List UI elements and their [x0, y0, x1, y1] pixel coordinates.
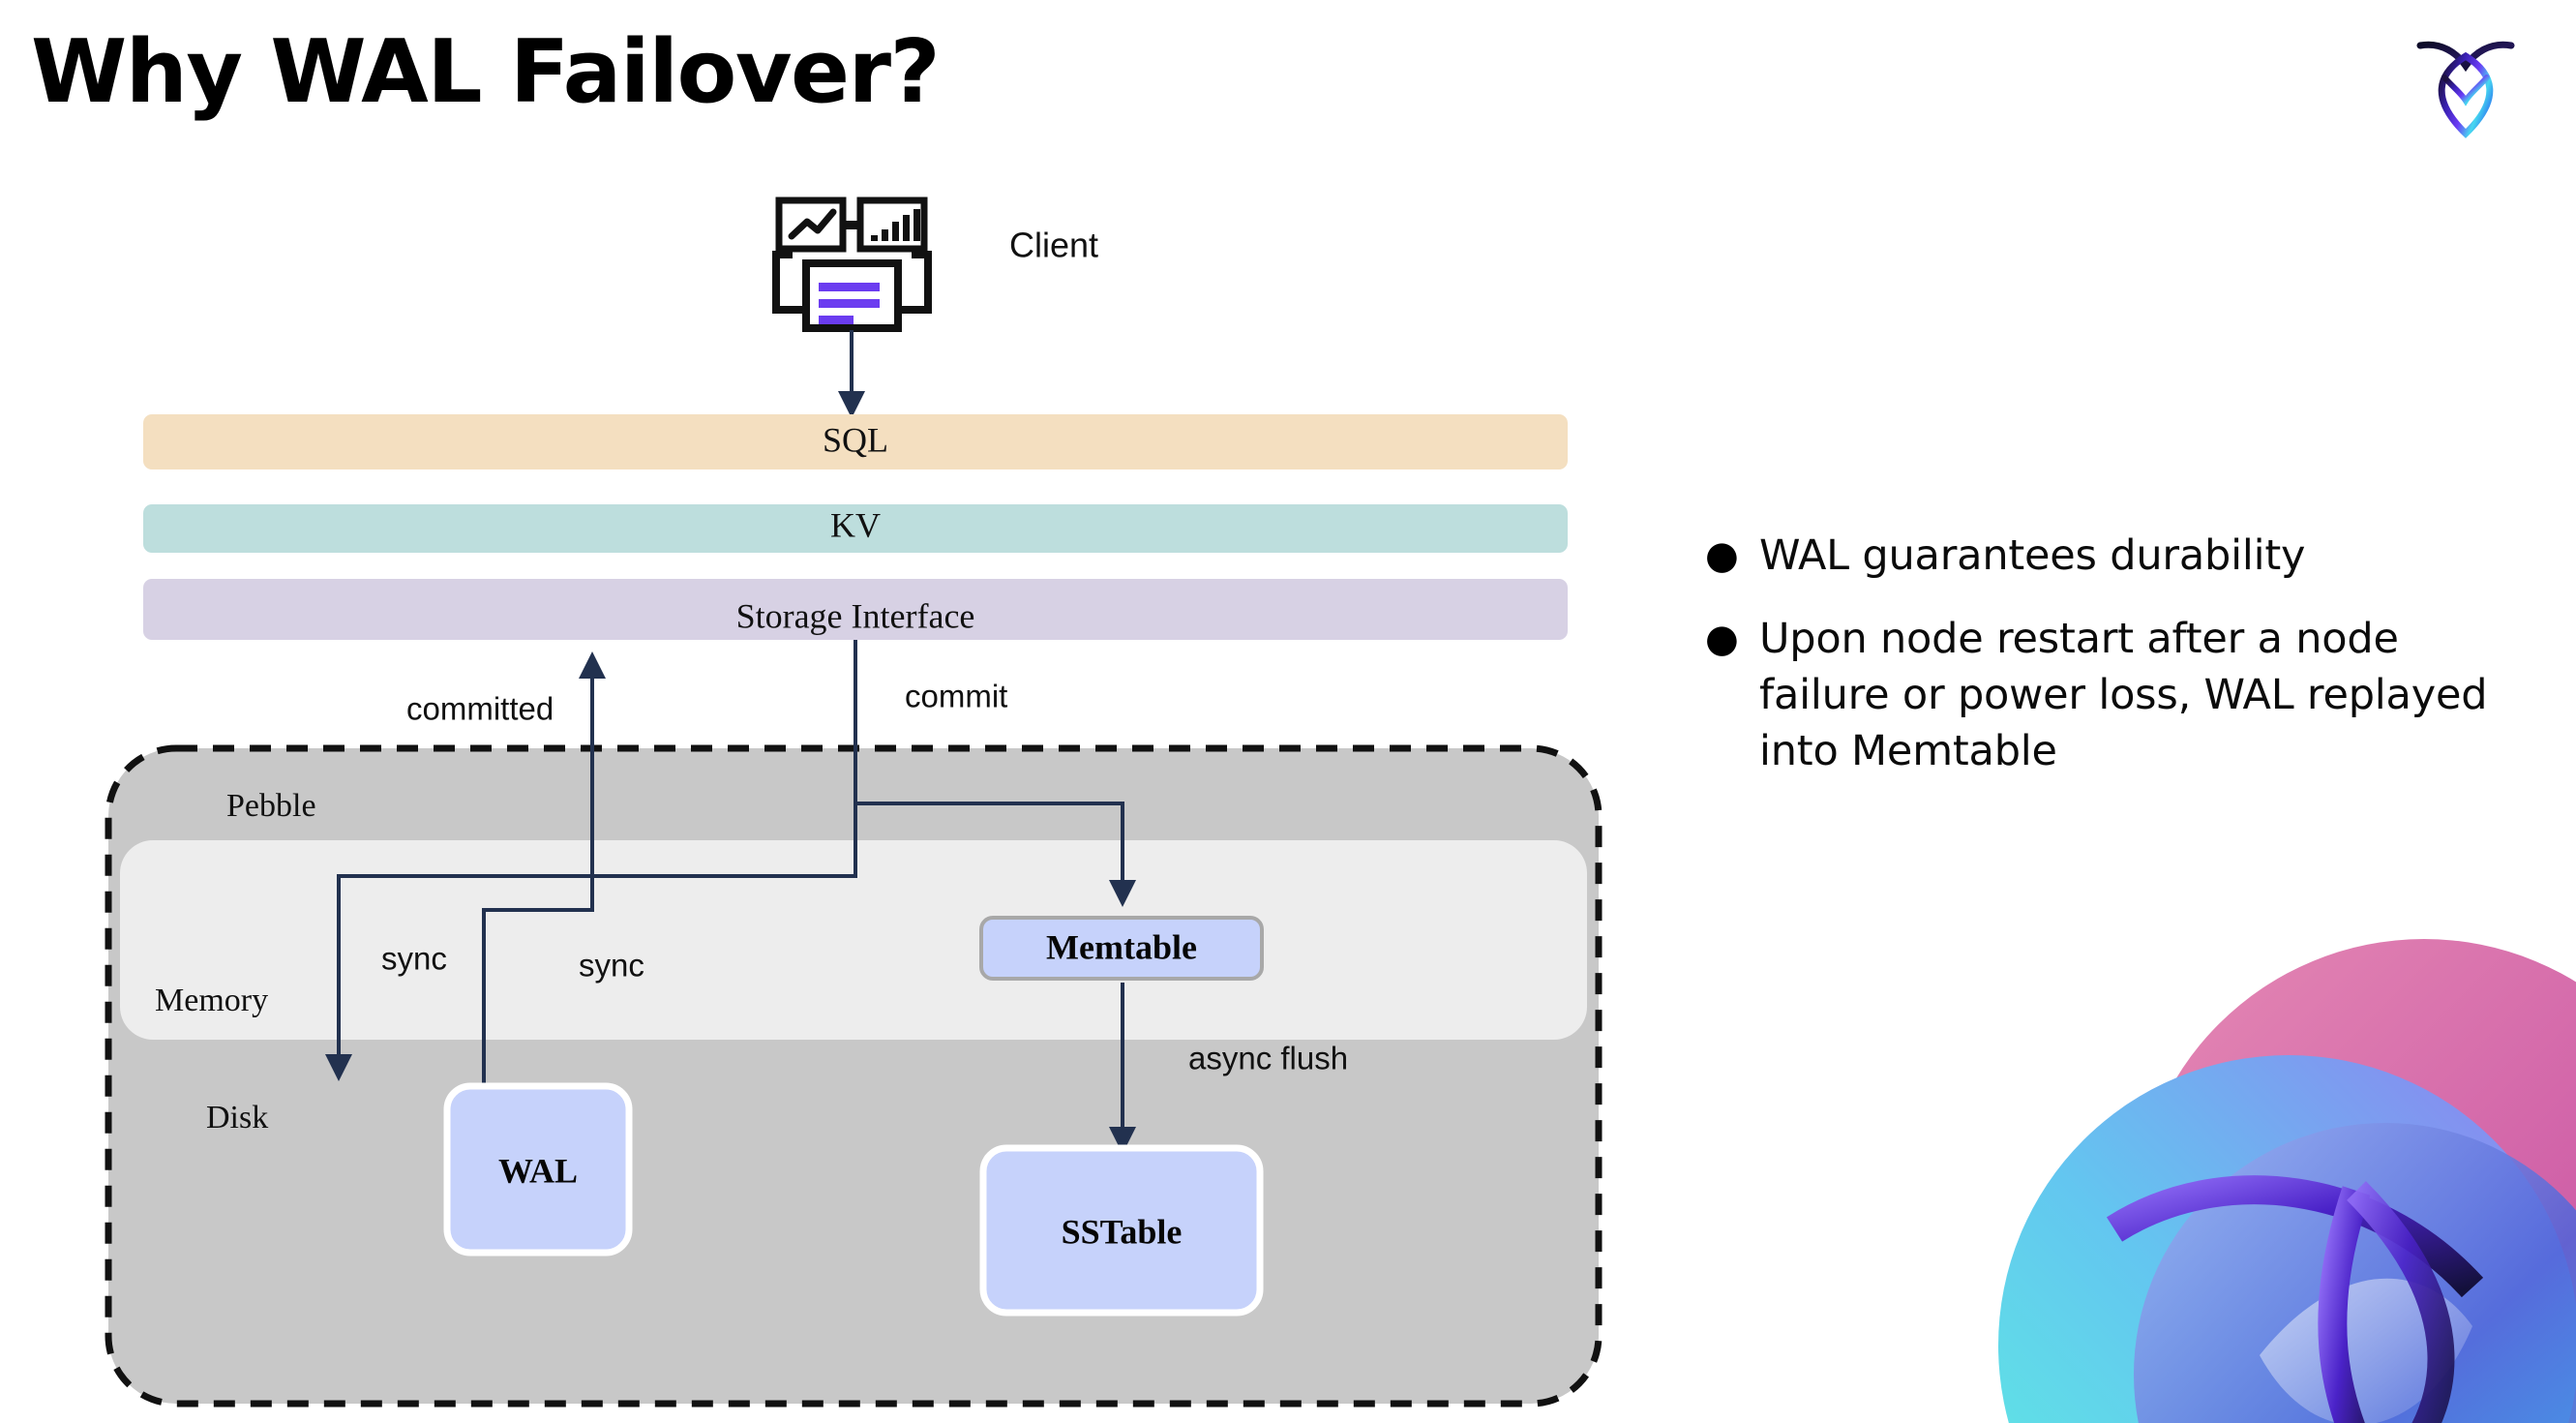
bullet-list: ● WAL guarantees durability ● Upon node … [1705, 528, 2499, 806]
node-label-memtable: Memtable [1046, 927, 1197, 966]
bullet-text: WAL guarantees durability [1759, 531, 2306, 580]
edge-label-committed: committed [406, 691, 554, 727]
layer-label-storage-interface: Storage Interface [736, 596, 975, 635]
edge-label-commit: commit [905, 679, 1007, 714]
edge-label-sync-left: sync [381, 941, 447, 977]
node-label-sstable: SSTable [1062, 1212, 1183, 1251]
node-label-wal: WAL [498, 1151, 578, 1190]
cockroachdb-logo [2412, 27, 2519, 138]
disk-label: Disk [206, 1100, 268, 1135]
edge-label-sync-right: sync [579, 948, 644, 984]
list-item: ● WAL guarantees durability [1705, 528, 2499, 584]
pebble-label: Pebble [226, 788, 316, 824]
layer-bar-sql [143, 414, 1568, 469]
node-sstable[interactable] [979, 1144, 1264, 1317]
node-memtable[interactable] [979, 916, 1264, 981]
layer-bar-storage-interface [143, 579, 1568, 640]
memory-region [120, 840, 1587, 1040]
layer-label-kv: KV [830, 505, 881, 544]
layer-label-sql: SQL [823, 420, 888, 459]
edge-commit-to-memtable [855, 802, 1136, 907]
bullet-dot-icon: ● [1705, 617, 1739, 661]
decorative-logo-artwork [1969, 939, 2576, 1423]
edge-label-async-flush: async flush [1188, 1041, 1348, 1076]
architecture-diagram: Client SQL KV Storage Interface Pebble M… [105, 197, 1603, 1408]
bullet-dot-icon: ● [1705, 533, 1739, 578]
edge-committed [482, 651, 606, 1113]
bullet-text: Upon node restart after a node failure o… [1759, 615, 2488, 775]
page-title: Why WAL Failover? [31, 21, 941, 123]
memory-label: Memory [155, 983, 268, 1018]
edge-commit-to-wal [325, 640, 857, 1081]
list-item: ● Upon node restart after a node failure… [1705, 611, 2499, 779]
client-label: Client [1009, 226, 1098, 265]
node-wal[interactable] [443, 1082, 633, 1256]
client-dashboard-icon [772, 197, 932, 332]
layer-bar-kv [143, 504, 1568, 553]
